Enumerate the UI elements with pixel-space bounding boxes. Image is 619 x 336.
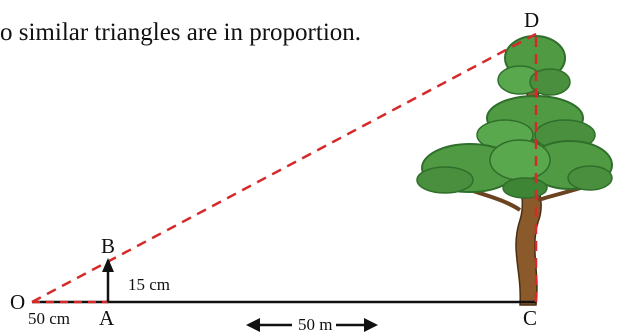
label-point-d: D [524, 8, 540, 32]
label-point-a: A [99, 306, 115, 330]
measurement-ac: 50 m [298, 315, 333, 334]
tree-icon [416, 35, 613, 306]
up-arrow-icon [102, 258, 114, 302]
left-arrow-icon [246, 318, 292, 332]
measurement-ab: 15 cm [128, 275, 171, 294]
label-point-o: O [10, 290, 26, 314]
label-point-c: C [523, 306, 538, 330]
label-point-b: B [101, 234, 116, 258]
caption-text: o similar triangles are in proportion. [0, 19, 362, 46]
right-arrow-icon [336, 318, 378, 332]
measurement-oa: 50 cm [28, 309, 71, 328]
